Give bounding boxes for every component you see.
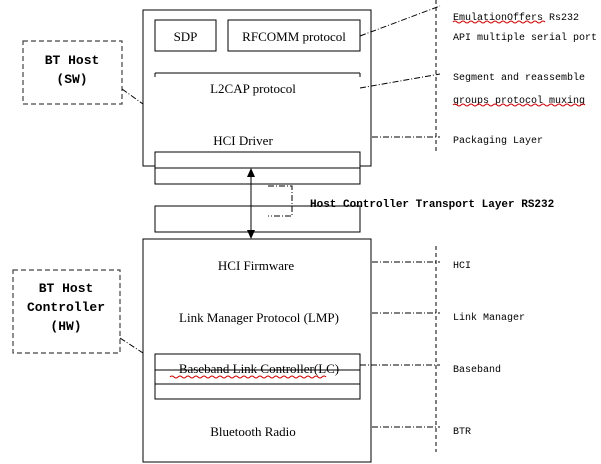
host-interface-box-bottom [154, 167, 361, 185]
transport-bracket [268, 185, 293, 217]
sw-label: (SW) [56, 72, 87, 87]
l2cap-annotation-underline [452, 103, 586, 107]
transport-arrow-up [247, 168, 255, 177]
l2cap-label: L2CAP protocol [210, 81, 296, 96]
transport-box [154, 205, 361, 233]
baseband-box-bottom [154, 383, 361, 400]
rfcomm-annotation-1: EmulationOffers Rs232 [453, 12, 579, 24]
rfcomm-annotation-underline [452, 20, 546, 24]
hci-annotation: HCI [453, 261, 471, 272]
rfcomm-box [227, 19, 361, 52]
baseband-spellcheck-underline [169, 375, 327, 379]
host-interface-box-top [154, 151, 361, 169]
bluetooth-radio-label: Bluetooth Radio [210, 424, 296, 439]
packaging-annotation: Packaging Layer [453, 135, 543, 147]
hw-label: (HW) [50, 319, 81, 334]
sdp-label: SDP [174, 29, 198, 44]
hci-driver-label: HCI Driver [213, 133, 273, 148]
btr-annotation: BTR [453, 427, 471, 438]
host-connector [121, 88, 144, 105]
bt-host-sw-box [22, 40, 123, 105]
bt-host-ctrl-label: BT Host [39, 281, 94, 296]
bt-host-controller-hw-box [12, 269, 121, 354]
baseband-annotation: Baseband [453, 364, 501, 376]
transport-arrow-down [247, 230, 255, 239]
hci-firmware-label: HCI Firmware [218, 258, 294, 273]
controller-stack-box [142, 238, 372, 463]
bt-host-label: BT Host [45, 53, 100, 68]
l2cap-leader [359, 73, 441, 89]
lmp-label: Link Manager Protocol (LMP) [179, 310, 339, 325]
link-manager-annotation: Link Manager [453, 312, 525, 324]
transport-label: Host Controller Transport Layer RS232 [310, 199, 554, 211]
rfcomm-leader [359, 5, 441, 37]
rfcomm-annotation-2: API multiple serial port [453, 32, 597, 44]
sdp-box [154, 19, 217, 52]
baseband-lc-label: Baseband Link Controller(LC) [179, 361, 339, 376]
controller-connector [119, 337, 144, 354]
controller-label: Controller [27, 300, 105, 315]
rfcomm-label: RFCOMM protocol [242, 29, 346, 44]
l2cap-annotation-1: Segment and reassemble [453, 72, 585, 84]
